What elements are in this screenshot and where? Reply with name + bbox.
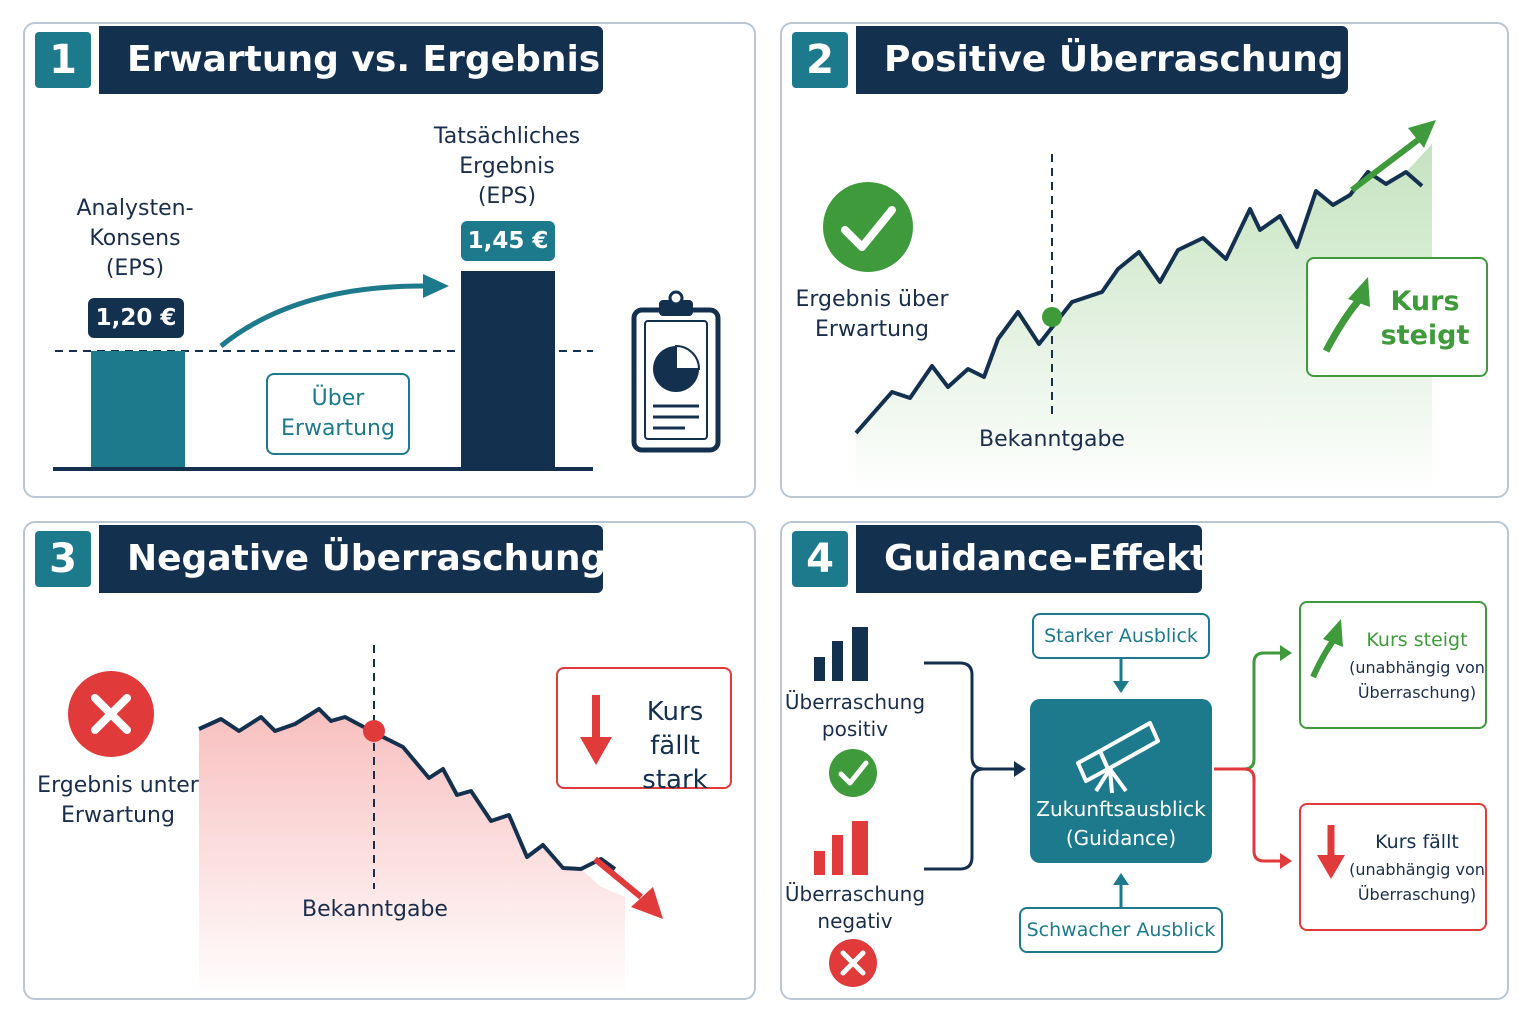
guidance-box: Zukunftsausblick (Guidance) <box>1030 699 1212 863</box>
arrow-down-icon <box>1317 825 1345 879</box>
fall-result-note: (unabhängig von Überraschung) <box>1349 860 1485 904</box>
falling-arrow-head <box>631 887 663 919</box>
bar-chart-icon <box>814 821 868 875</box>
connector-top <box>924 661 1014 771</box>
falling-arrow <box>593 856 643 900</box>
guidance-flow-diagram <box>814 627 1292 987</box>
actual-value: 1,45 € <box>461 221 555 261</box>
rising-arrow <box>1350 137 1420 193</box>
consensus-bar <box>91 351 185 468</box>
rising-line <box>854 170 1424 435</box>
checkmark-circle-icon <box>823 182 913 272</box>
rise-connector <box>1214 651 1282 771</box>
arrow-down-icon <box>580 695 612 765</box>
cross-circle-icon <box>829 939 877 987</box>
cross-circle-icon <box>68 671 154 757</box>
checkmark-circle-icon <box>829 749 877 797</box>
panel-title: Guidance-Effekt <box>856 525 1207 593</box>
bar-chart-icon <box>814 627 868 681</box>
consensus-label: Analysten- Konsens (EPS) <box>76 196 194 281</box>
rise-result-note: (unabhängig von Überraschung) <box>1349 658 1485 702</box>
panel-title: Erwartung vs. Ergebnis <box>99 26 603 94</box>
weak-outlook-box: Schwacher Ausblick <box>1019 907 1223 953</box>
panel-positive-surprise: 2 Positive Überraschung Ergebnis über Er… <box>780 22 1509 498</box>
connector-arrow-head <box>1014 761 1026 777</box>
increase-arrow-head <box>423 274 449 298</box>
actual-label: Tatsächliches Ergebnis (EPS) <box>433 124 581 209</box>
fall-result-box: Kurs fällt (unabhängig von Überraschung) <box>1299 803 1487 931</box>
announcement-label: Bekanntgabe <box>979 427 1125 452</box>
falling-price-chart <box>68 645 663 1001</box>
eps-comparison-graphic <box>53 271 721 471</box>
increase-arrow <box>219 283 424 348</box>
arrow-up-icon <box>1322 277 1370 353</box>
strong-outlook-box: Starker Ausblick <box>1032 613 1210 659</box>
announcement-point <box>1042 307 1062 327</box>
actual-bar <box>461 271 555 468</box>
beat-expectation-box: Über Erwartung <box>266 373 410 455</box>
panel-number: 2 <box>792 32 848 88</box>
clipboard-chart-icon <box>631 290 721 453</box>
fall-connector <box>1214 767 1282 863</box>
rising-arrow-head <box>1408 120 1436 148</box>
price-rises-box: Kurs steigt <box>1306 257 1488 377</box>
falling-area <box>199 709 625 1001</box>
consensus-value: 1,20 € <box>88 298 184 338</box>
announcement-point <box>363 720 385 742</box>
panel-guidance-effect: 4 Guidance-Effekt <box>780 521 1509 1000</box>
panel-expectation-vs-result: 1 Erwartung vs. Ergebnis Analysten- Kons… <box>23 22 756 498</box>
price-falls-box: Kurs fällt stark <box>556 667 732 795</box>
rise-result-title: Kurs steigt <box>1366 629 1468 651</box>
surprise-negative-label: Überraschung negativ <box>784 882 926 933</box>
result-above-label: Ergebnis über Erwartung <box>795 287 949 342</box>
connector-bottom <box>924 767 985 871</box>
panel-number: 3 <box>35 531 91 587</box>
price-rises-label: Kurs steigt <box>1380 286 1470 351</box>
panel-title: Negative Überraschung <box>99 525 606 593</box>
telescope-icon <box>1076 721 1160 794</box>
falling-line <box>198 707 617 871</box>
panel-negative-surprise: 3 Negative Überraschung Ergebnis unter E… <box>23 521 756 1001</box>
rising-price-chart <box>823 120 1436 494</box>
fall-result-title: Kurs fällt <box>1375 831 1459 853</box>
surprise-positive-label: Überraschung positiv <box>784 690 926 741</box>
panel-number: 1 <box>35 32 91 88</box>
price-falls-label: Kurs fällt stark <box>642 697 708 795</box>
panel-title: Positive Überraschung <box>856 26 1348 94</box>
arrow-up-icon <box>1310 619 1343 679</box>
result-below-label: Ergebnis unter Erwartung <box>37 773 199 828</box>
announcement-label: Bekanntgabe <box>302 897 448 922</box>
guidance-label: Zukunftsausblick (Guidance) <box>1036 797 1206 850</box>
panel-number: 4 <box>792 531 848 587</box>
rise-result-box: Kurs steigt (unabhängig von Überraschung… <box>1299 601 1487 729</box>
